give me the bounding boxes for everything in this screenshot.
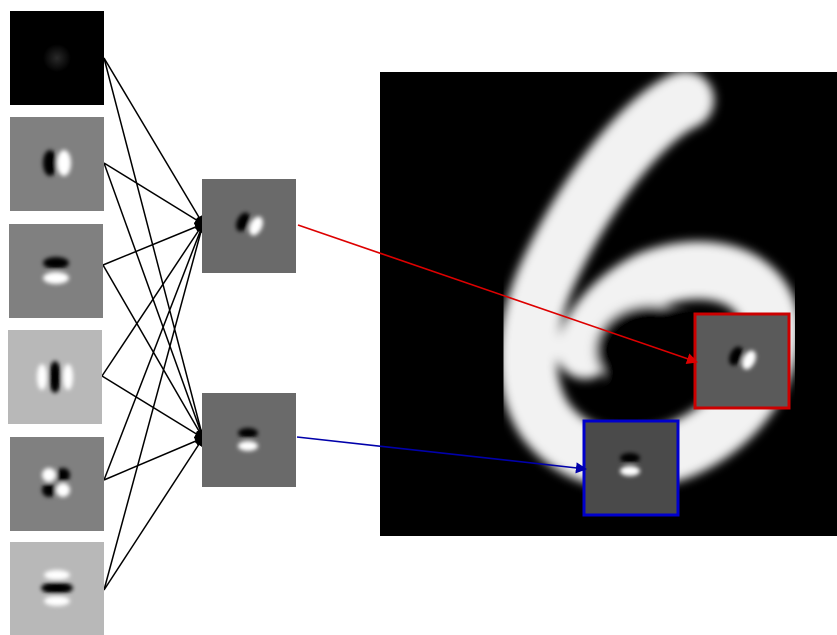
input-filter-column: [8, 11, 104, 635]
input-filter-2: [10, 117, 104, 211]
connection-f4-to-c2: [101, 375, 204, 439]
connection-f2-to-c1: [103, 162, 204, 225]
connection-f6-to-c2: [103, 437, 204, 591]
input-filter-4: [8, 330, 102, 424]
red-arrow: [297, 224, 699, 365]
combined-filter-1: [202, 179, 296, 273]
input-filter-5: [10, 437, 104, 531]
combined-filter-2: [202, 393, 296, 487]
connection-f2-to-c2: [103, 162, 205, 439]
connection-f4-to-c1: [101, 223, 204, 377]
connection-lines: [101, 57, 206, 591]
input-filter-6: [10, 542, 104, 635]
input-filter-3: [9, 224, 103, 318]
connection-f1-to-c2: [103, 57, 206, 439]
blue-box-region: [584, 421, 678, 515]
connection-f1-to-c1: [103, 57, 204, 225]
blue-arrow: [296, 436, 588, 474]
connection-f3-to-c2: [102, 264, 204, 439]
input-filter-1: [10, 11, 104, 105]
digit-image: [380, 72, 837, 536]
connection-f5-to-c2: [103, 437, 204, 481]
combined-filter-column: [202, 179, 296, 487]
red-box-region: [695, 314, 789, 408]
